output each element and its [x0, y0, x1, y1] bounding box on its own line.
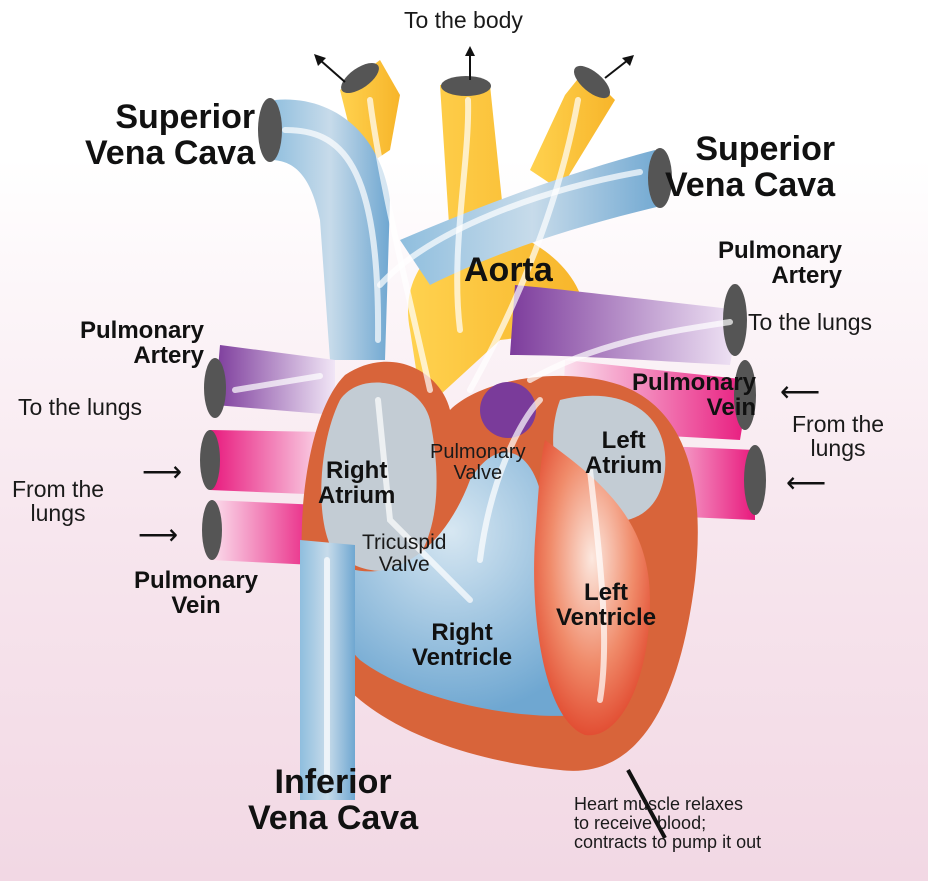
pulmonary-valve	[480, 382, 536, 438]
from-lungs-right-label: From the lungs	[792, 412, 884, 460]
ivc-label: Inferior Vena Cava	[248, 765, 418, 836]
to-lungs-left-label: To the lungs	[18, 395, 142, 419]
pa-left-opening	[204, 358, 226, 418]
pv-left-label: Pulmonary Vein	[134, 568, 258, 618]
left-ventricle-label: Left Ventricle	[556, 580, 656, 630]
tricuspid-valve-label: Tricuspid Valve	[362, 532, 446, 576]
aorta-label: Aorta	[464, 253, 553, 289]
arrow-from-lungs-left-upper: ⟶	[142, 458, 182, 486]
arrow-body-center-head	[465, 46, 475, 56]
to-body-label: To the body	[404, 8, 523, 32]
right-atrium-label: Right Atrium	[318, 458, 395, 508]
svc-left-label: Superior Vena Cava	[85, 100, 255, 171]
arrow-from-lungs-left-lower: ⟶	[138, 521, 178, 549]
right-ventricle-label: Right Ventricle	[412, 620, 512, 670]
from-lungs-left-label: From the lungs	[12, 477, 104, 525]
pv-right-label: Pulmonary Vein	[632, 370, 756, 420]
pulmonary-valve-label: Pulmonary Valve	[430, 442, 526, 484]
to-lungs-right-label: To the lungs	[748, 310, 872, 334]
pv-left-upper-opening	[200, 430, 220, 490]
pa-left-label: Pulmonary Artery	[80, 318, 204, 368]
arrow-from-lungs-right-lower: ⟵	[786, 469, 826, 497]
muscle-note: Heart muscle relaxes to receive blood; c…	[574, 795, 761, 852]
svc-right-label: Superior Vena Cava	[665, 132, 835, 203]
arrow-body-right	[605, 60, 628, 78]
aorta-opening	[441, 76, 491, 96]
pa-right-label: Pulmonary Artery	[718, 238, 842, 288]
arrow-from-lungs-right-upper: ⟵	[780, 378, 820, 406]
pv-right-lower-opening	[744, 445, 766, 515]
pv-left-lower-opening	[202, 500, 222, 560]
arrow-body-left	[320, 60, 345, 82]
svc-left-opening	[258, 98, 282, 162]
pa-left-vessel	[215, 345, 335, 415]
left-atrium-label: Left Atrium	[585, 428, 662, 478]
